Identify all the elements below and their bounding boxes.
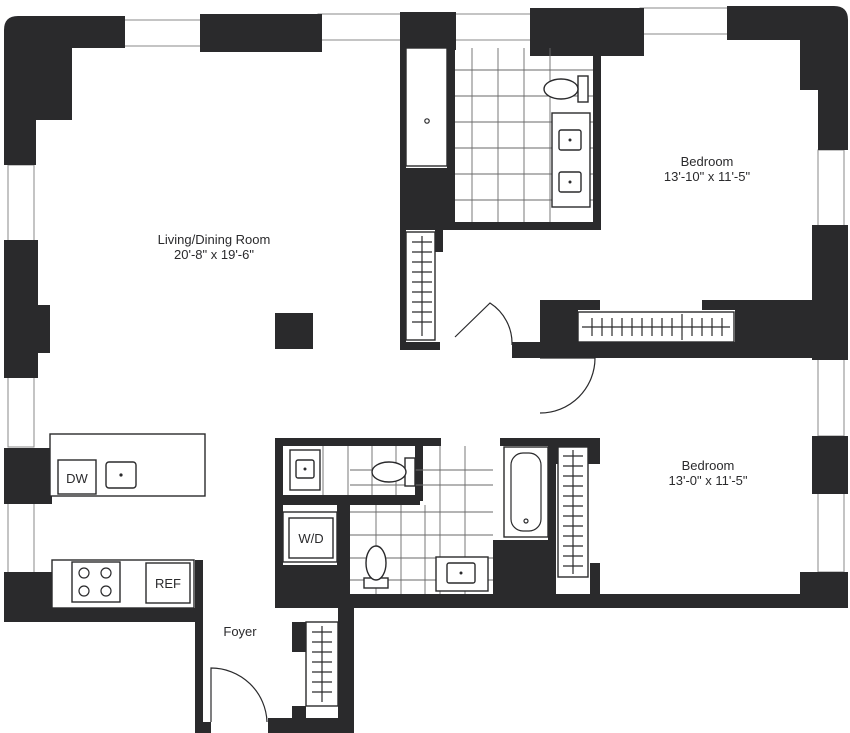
- window-right-1: [817, 149, 845, 229]
- doors: [210, 302, 596, 723]
- wall-top-pier-1: [200, 14, 322, 52]
- bath2-toilet: [365, 545, 387, 581]
- wall-top-pier-3: [530, 8, 644, 56]
- wall-bath2-right: [548, 438, 556, 598]
- bath-2: [289, 446, 549, 594]
- wall-bath1-inner: [447, 40, 455, 230]
- window-left-3: [7, 502, 35, 576]
- foyer-name: Foyer: [223, 624, 257, 639]
- bedroom2-dims: 13'-0" x 11'-5": [669, 473, 748, 488]
- wall-bottom-right: [338, 572, 848, 608]
- wall-closet-stub: [435, 230, 443, 252]
- wall-laundry-bottom: [275, 565, 350, 608]
- wall-tub-bottom: [493, 540, 555, 600]
- window-top-3: [451, 13, 535, 41]
- wall-corner-top-right: [727, 6, 848, 150]
- door-hall-closet: [454, 302, 513, 346]
- bath-1: [405, 47, 593, 222]
- wall-foyer-bottom: [268, 718, 354, 733]
- refrigerator: [145, 562, 191, 604]
- dishwasher: [57, 459, 97, 495]
- door-bedroom: [539, 357, 596, 414]
- walls: [4, 6, 848, 733]
- refrigerator-label: REF: [155, 576, 181, 591]
- bedroom1-dims: 13'-10" x 11'-5": [664, 169, 751, 184]
- wall-bath1-bottom: [447, 222, 601, 230]
- wall-foyer-right: [338, 600, 354, 733]
- wall-bottom-left: [4, 572, 200, 622]
- wall-bath1-top: [400, 40, 453, 48]
- wall-bath2-top: [275, 438, 375, 446]
- bedroom1-name: Bedroom: [681, 154, 734, 169]
- shower-drain: [424, 118, 430, 124]
- wall-bath1-closet: [400, 168, 453, 230]
- living-room-name: Living/Dining Room: [158, 232, 271, 247]
- window-top-2: [317, 13, 404, 41]
- bath1-toilet: [543, 78, 579, 100]
- dishwasher-label: DW: [66, 471, 88, 486]
- bath1-shower: [405, 47, 448, 167]
- living-room-dims: 20'-8" x 19'-6": [174, 247, 254, 262]
- wall-left-column-1: [36, 305, 50, 353]
- labels: Living/Dining Room 20'-8" x 19'-6" Bedro…: [66, 154, 750, 639]
- wall-right-pier-2: [812, 436, 848, 494]
- bedroom2-name: Bedroom: [682, 458, 735, 473]
- wc-toilet: [371, 461, 407, 483]
- wall-foyer-left: [195, 560, 203, 732]
- wall-bedroom-divider: [540, 342, 840, 358]
- windows: [7, 7, 845, 576]
- wall-bath1-right: [593, 40, 601, 230]
- column: [275, 313, 313, 349]
- wall-tub-top: [500, 438, 555, 446]
- washer-dryer-label: W/D: [298, 531, 323, 546]
- window-top-4: [639, 7, 731, 35]
- wall-left-pier-2: [4, 448, 52, 504]
- window-top-1: [119, 19, 206, 47]
- wall-wc-right: [415, 446, 423, 501]
- wall-corner-top-left: [4, 16, 125, 165]
- closet-hall: [405, 231, 436, 341]
- wall-foyer-closet-stub: [292, 622, 306, 652]
- window-right-2: [817, 357, 845, 437]
- cooktop: [71, 561, 121, 603]
- wc-sink: [289, 449, 321, 491]
- window-right-3: [817, 491, 845, 573]
- window-left-1: [7, 164, 35, 244]
- wall-closet2-stub: [590, 438, 600, 464]
- wall-left-pier-1: [4, 240, 38, 378]
- wall-bath2-left: [275, 438, 283, 608]
- kitchen: [49, 433, 206, 609]
- wall-bath2-top-2: [375, 438, 441, 446]
- wall-foyer-door-left: [195, 722, 211, 733]
- wall-closet2-bottom: [590, 563, 600, 598]
- washer-dryer: [288, 517, 334, 559]
- window-left-2: [7, 374, 35, 448]
- door-entry: [210, 667, 268, 723]
- bath1-toilet-tank: [577, 75, 589, 103]
- wall-closet-bottom: [400, 342, 440, 350]
- bath1-vanity: [551, 112, 591, 208]
- closets: [305, 231, 735, 707]
- bathtub-basin: [510, 452, 542, 532]
